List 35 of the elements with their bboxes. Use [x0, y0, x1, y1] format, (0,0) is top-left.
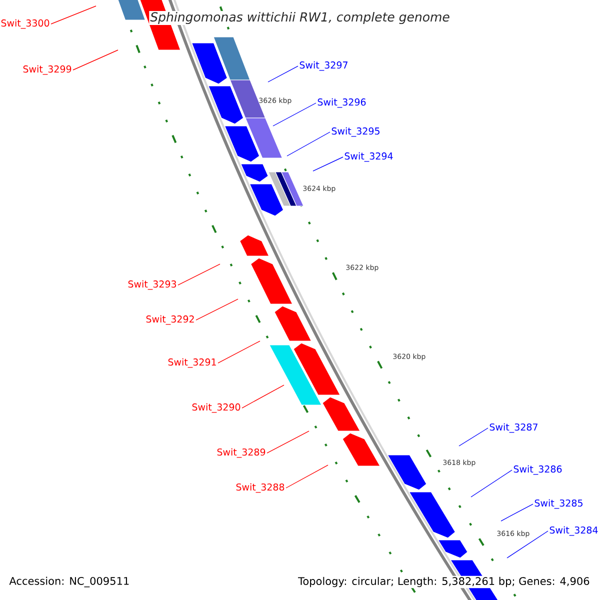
leader-line — [458, 428, 488, 446]
leader-line — [470, 470, 512, 498]
gene-label: Swit_3295 — [332, 127, 380, 137]
leader-line — [286, 464, 328, 488]
gene-label: Swit_3290 — [192, 403, 240, 413]
gene-label: Swit_3293 — [128, 280, 176, 290]
leader-line — [312, 156, 344, 172]
gene-label: Swit_3289 — [217, 448, 266, 458]
gene-label: Swit_3288 — [236, 483, 284, 493]
gene-label: Swit_3300 — [1, 19, 50, 29]
gene-label: Swit_3292 — [146, 315, 194, 325]
leader-line — [242, 384, 284, 408]
leader-line — [196, 298, 238, 320]
footer-text: Accession: NC_009511 — [8, 576, 131, 588]
title: Sphingomonas wittichii RW1, complete genome — [149, 10, 451, 26]
gene-label: Swit_3296 — [318, 98, 366, 108]
leader-line — [266, 430, 310, 454]
gene-label: Swit_3294 — [344, 152, 393, 162]
leader-line — [500, 504, 534, 522]
leader-line — [218, 340, 260, 364]
gene-label: Swit_3297 — [300, 61, 348, 71]
leader-line — [72, 50, 118, 70]
footer-text: Topology: circular; Length: 5,382,261 bp; Genes: 4,906 — [297, 576, 591, 588]
leader-line — [268, 66, 298, 82]
leader-line — [286, 132, 330, 156]
gene-label: Swit_3286 — [514, 465, 562, 475]
leader-line — [272, 102, 316, 126]
leader-line — [178, 264, 220, 286]
leader-line — [506, 530, 548, 558]
gene-label: Swit_3291 — [168, 358, 216, 368]
gene-label: Swit_3287 — [490, 423, 538, 433]
gene-label: Swit_3299 — [23, 65, 72, 75]
gene-label: Swit_3284 — [550, 526, 598, 536]
leader-line — [50, 6, 96, 24]
gene-label: Swit_3285 — [534, 499, 582, 509]
